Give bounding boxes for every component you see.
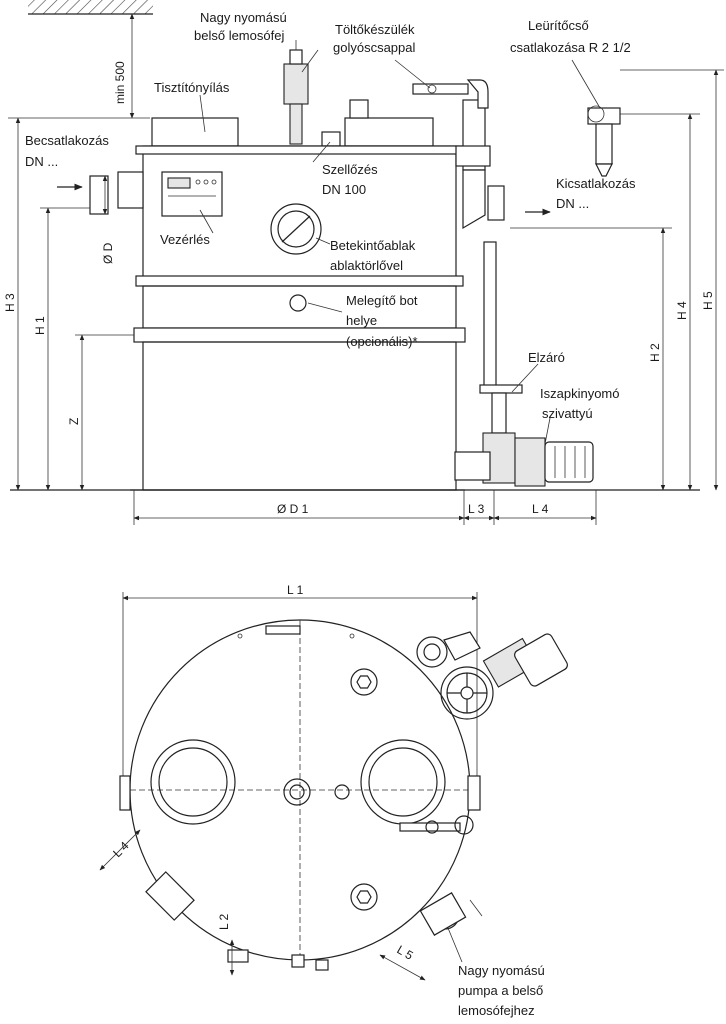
ground-hatch-icon — [28, 0, 153, 15]
dim-l4: L 4 — [532, 502, 549, 516]
label-cleaning-opening: Tisztítónyílás — [154, 80, 230, 95]
dim-min500: min 500 — [113, 61, 127, 104]
heater-location — [289, 294, 307, 312]
label-pump-2: szivattyú — [542, 406, 593, 421]
vent-flange — [344, 117, 434, 147]
dim-h2: H 2 — [648, 343, 662, 362]
label-window-1: Betekintőablak — [330, 238, 416, 253]
label-drain-2: csatlakozása R 2 1/2 — [510, 40, 631, 55]
label-pump-1: Iszapkinyomó — [540, 386, 619, 401]
top-hp-pump — [419, 892, 483, 936]
label-outlet-2: DN ... — [556, 196, 589, 211]
top-nut-upper — [350, 668, 378, 696]
label-vent-1: Szellőzés — [322, 162, 378, 177]
dim-l5: L 5 — [395, 942, 416, 962]
controller-box — [161, 171, 223, 217]
label-window-2: ablaktörlővel — [330, 258, 403, 273]
label-hp-pump-1: Nagy nyomású — [458, 963, 545, 978]
label-hp-pump-2: pumpa a belső — [458, 983, 543, 998]
drain-connection — [587, 105, 621, 177]
top-inlet-stub — [145, 871, 195, 921]
inspection-window — [270, 203, 322, 255]
side-view: min 500 — [3, 0, 724, 525]
cleaning-opening-flange — [151, 117, 239, 147]
tank-lower — [142, 341, 457, 491]
top-view: L 1 — [99, 583, 568, 1018]
label-controller: Vezérlés — [160, 232, 210, 247]
label-drain-1: Leürítőcső — [528, 18, 589, 33]
label-outlet-1: Kicsatlakozás — [556, 176, 636, 191]
dim-od1: Ø D 1 — [277, 502, 309, 516]
label-inlet-2: DN ... — [25, 154, 58, 169]
label-heater-2: helye — [346, 313, 377, 328]
label-fill-1: Töltőkészülék — [335, 22, 415, 37]
top-nut-lower — [350, 883, 378, 911]
sludge-pump — [454, 437, 594, 487]
label-fill-2: golyóscsappal — [333, 40, 415, 55]
label-wash-head-1: Nagy nyomású — [200, 10, 287, 25]
top-shutoff-wheel — [440, 666, 494, 720]
shutoff-rod — [483, 241, 497, 393]
dim-z: Z — [67, 418, 81, 425]
label-hp-pump-3: lemosófejhez — [458, 1003, 535, 1018]
label-vent-2: DN 100 — [322, 182, 366, 197]
dim-l2: L 2 — [217, 913, 231, 930]
top-cleaning-opening-left — [150, 739, 236, 825]
dim-h4: H 4 — [675, 301, 689, 320]
top-fill-device — [399, 815, 474, 835]
fill-device — [412, 79, 489, 109]
top-cleaning-opening-right — [360, 739, 446, 825]
dim-h5: H 5 — [701, 291, 715, 310]
dim-h1: H 1 — [33, 316, 47, 335]
dim-l1: L 1 — [287, 583, 304, 597]
dim-h3: H 3 — [3, 293, 17, 312]
label-inlet-1: Becsatlakozás — [25, 133, 109, 148]
label-heater-3: (opcionális)* — [346, 334, 418, 349]
label-wash-head-2: belső lemosófej — [194, 28, 284, 43]
label-heater-1: Melegítő bot — [346, 293, 418, 308]
wash-head — [283, 63, 309, 105]
dim-l3: L 3 — [468, 502, 485, 516]
label-shutoff: Elzáró — [528, 350, 565, 365]
dim-od: Ø D — [101, 242, 115, 264]
top-pump — [416, 631, 568, 688]
